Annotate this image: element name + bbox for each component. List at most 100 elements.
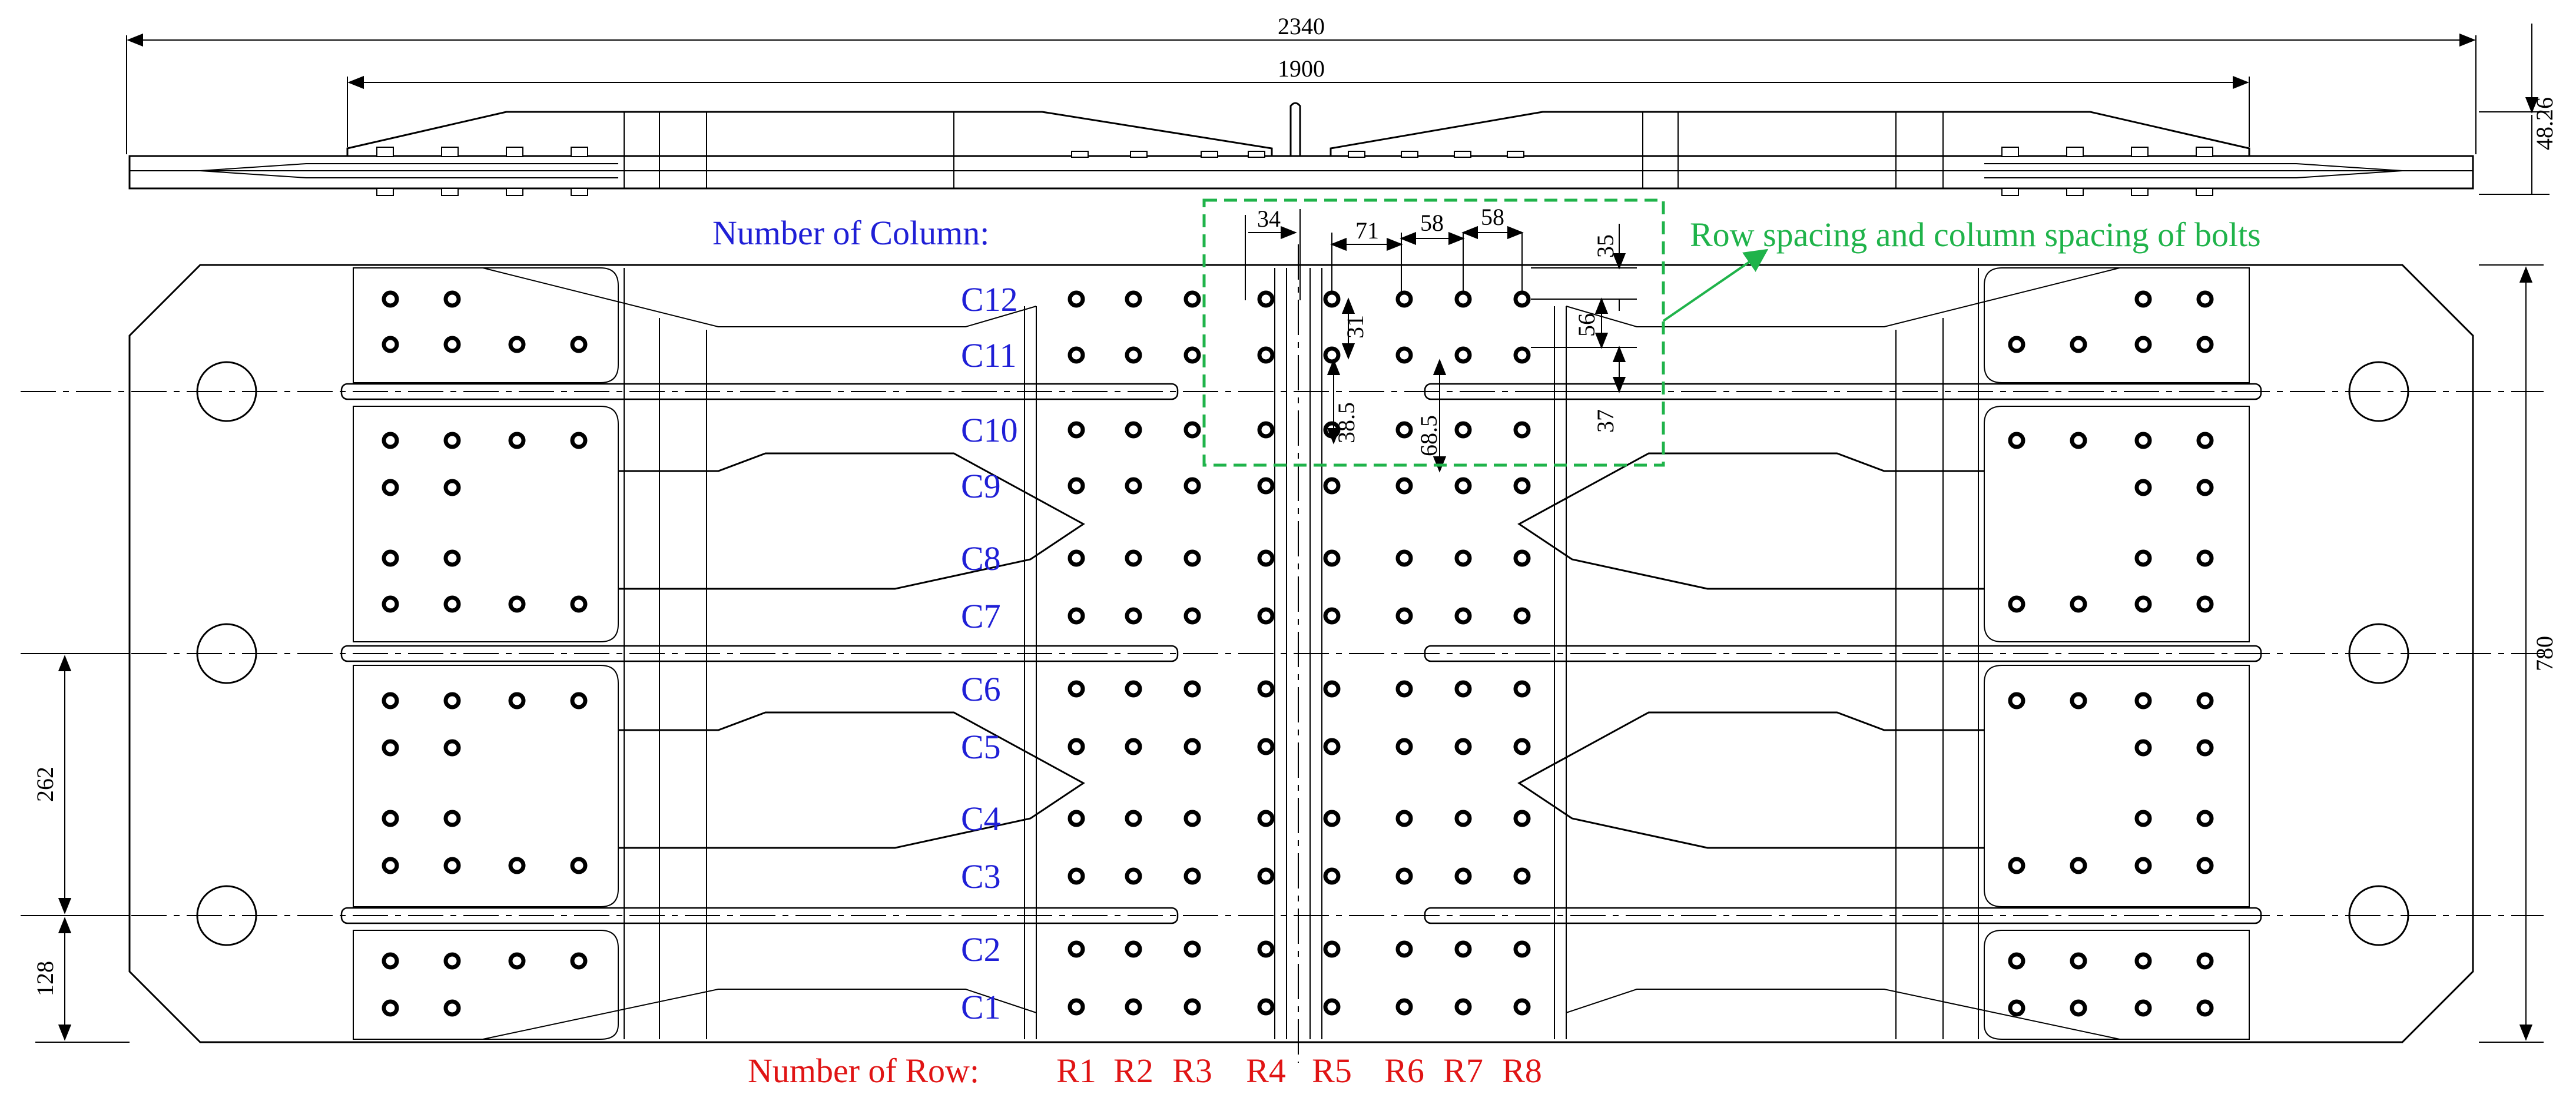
dim-56: 56: [1573, 313, 1600, 337]
dim-31: 31: [1342, 315, 1368, 339]
bolt-hole: [2134, 549, 2152, 567]
plan-view: [21, 244, 2544, 1063]
bolt-hole: [382, 999, 399, 1017]
end-hole: [2348, 361, 2409, 422]
bolt-hole: [382, 692, 399, 710]
bolt-hole: [382, 595, 399, 613]
end-hole: [196, 623, 257, 684]
bolt-hole: [1257, 680, 1275, 698]
bolt-hole: [1257, 998, 1275, 1016]
bolt-hole: [1323, 290, 1341, 308]
bolt-hole: [1513, 607, 1531, 625]
bolt-hole: [1513, 738, 1531, 755]
dim-58-a: 58: [1420, 210, 1444, 236]
top-dimensions: [126, 24, 2550, 195]
bolt-hole: [1067, 738, 1085, 755]
bolt-hole: [2070, 952, 2087, 970]
bolt-hole: [1067, 607, 1085, 625]
bolt-hole: [382, 952, 399, 970]
bolt-hole: [2196, 290, 2214, 308]
column-label-c5: C5: [961, 728, 1001, 766]
row-label-r7: R7: [1443, 1052, 1483, 1090]
bolt-hole: [1067, 680, 1085, 698]
bolt-hole: [508, 692, 526, 710]
bolt-hole: [1125, 867, 1142, 885]
row-label-r2: R2: [1113, 1052, 1153, 1090]
bolt-hole: [1183, 549, 1201, 567]
bolt-hole: [2008, 952, 2025, 970]
web-slot: [340, 907, 1179, 924]
dim-71: 71: [1355, 217, 1379, 244]
bolt-hole: [1125, 290, 1142, 308]
bolt-hole: [1454, 607, 1472, 625]
bolt-hole: [570, 595, 588, 613]
bolt-hole: [2196, 692, 2214, 710]
column-label-c7: C7: [961, 597, 1001, 635]
web-slot: [1424, 383, 2262, 400]
dim-35: 35: [1592, 234, 1619, 258]
bolt-hole: [1067, 810, 1085, 827]
bolt-hole: [1454, 867, 1472, 885]
bolt-hole: [2134, 952, 2152, 970]
bolt-hole: [1395, 549, 1413, 567]
web-slot: [1424, 645, 2262, 662]
bolt-hole: [1513, 940, 1531, 958]
column-label-c8: C8: [961, 539, 1001, 578]
column-label-c11: C11: [961, 336, 1017, 374]
web-slot: [340, 645, 1179, 662]
bolt-hole: [1257, 477, 1275, 495]
bolt-hole: [1395, 810, 1413, 827]
bolt-hole: [570, 432, 588, 449]
bolt-hole: [1395, 738, 1413, 755]
bolt-hole: [1067, 421, 1085, 439]
bolt-hole: [2008, 432, 2025, 449]
elevation-center-fin: [1289, 102, 1301, 156]
web-slot: [340, 383, 1179, 400]
bolt-hole: [1125, 680, 1142, 698]
bolt-hole: [1183, 998, 1201, 1016]
bolt-hole: [1513, 867, 1531, 885]
dim-overall-length: 2340: [1278, 13, 1325, 39]
bolt-hole: [2134, 479, 2152, 496]
detail-callout-box: [1202, 198, 1665, 467]
bolt-hole: [2196, 739, 2214, 757]
bolt-hole: [1183, 421, 1201, 439]
bolt-hole: [1125, 421, 1142, 439]
bolt-hole: [443, 595, 461, 613]
bolt-hole: [382, 479, 399, 496]
bolt-hole: [2008, 692, 2025, 710]
bolt-hole: [1125, 607, 1142, 625]
bolt-hole: [2134, 595, 2152, 613]
column-label-c10: C10: [961, 411, 1018, 449]
bolt-hole: [1257, 549, 1275, 567]
bolt-hole: [1395, 998, 1413, 1016]
dim-68-5: 68.5: [1415, 415, 1442, 456]
bolt-hole: [1454, 477, 1472, 495]
bolt-hole: [2134, 432, 2152, 449]
row-label-r8: R8: [1502, 1052, 1542, 1090]
bolt-hole: [570, 336, 588, 353]
bolt-hole: [2134, 739, 2152, 757]
bolt-hole: [1067, 346, 1085, 364]
bolt-hole: [1513, 346, 1531, 364]
bolt-hole: [1125, 346, 1142, 364]
bolt-hole: [1257, 346, 1275, 364]
dim-34: 34: [1257, 205, 1281, 232]
bolt-hole: [2134, 336, 2152, 353]
bolt-hole: [508, 952, 526, 970]
bolt-hole: [1454, 810, 1472, 827]
bolt-hole: [1067, 477, 1085, 495]
bolt-hole: [2070, 432, 2087, 449]
bolt-hole: [1513, 290, 1531, 308]
row-label-r1: R1: [1056, 1052, 1096, 1090]
bolt-hole: [1067, 290, 1085, 308]
bolt-hole: [2196, 595, 2214, 613]
bolt-hole: [2008, 336, 2025, 353]
bolt-hole: [1257, 810, 1275, 827]
bolt-hole: [382, 739, 399, 757]
bolt-hole: [1454, 998, 1472, 1016]
end-hole: [2348, 623, 2409, 684]
